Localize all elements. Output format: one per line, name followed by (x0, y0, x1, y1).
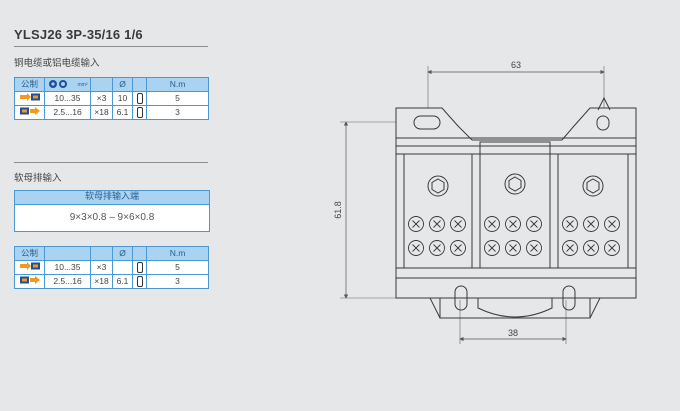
dimension-top (427, 66, 605, 108)
main-screw-right (582, 175, 604, 197)
cable-stranded-icon (14, 105, 45, 120)
bottom-mounting-foot (439, 298, 591, 319)
screw-slot (488, 220, 496, 228)
screw-slot (566, 220, 574, 228)
right-mounting-ear (561, 107, 637, 141)
table-row: 10...35 ×3 5 (14, 260, 209, 275)
screw-slot (608, 220, 616, 228)
branch-screw (408, 240, 424, 256)
slot-icon (132, 105, 147, 120)
header-blank (90, 246, 113, 261)
branch-screw (505, 216, 521, 232)
branch-screw (505, 240, 521, 256)
terminal-body (395, 137, 637, 299)
branch-screw (526, 216, 542, 232)
branch-screw (484, 240, 500, 256)
screw-slot (488, 244, 496, 252)
branch-screw (583, 216, 599, 232)
range-cell: 2.5...16 (44, 105, 91, 120)
branch-screw (583, 240, 599, 256)
branch-screw (604, 240, 620, 256)
count-cell: ×18 (90, 105, 113, 120)
dim-height-label: 61.8 (333, 201, 343, 219)
table-row: 10...35 ×3 10 5 (14, 91, 209, 106)
screw-slot (433, 244, 441, 252)
diameter-cell: 10 (112, 91, 133, 106)
cable-stranded-icon (14, 274, 45, 289)
dimension-bottom (459, 300, 567, 344)
torque-cell: 3 (146, 274, 209, 289)
screw-slot (433, 220, 441, 228)
main-screw-left (427, 175, 449, 197)
torque-cell: 5 (146, 260, 209, 275)
table-row: 2.5...16 ×18 6.1 3 (14, 105, 209, 120)
pole-left (403, 153, 473, 269)
main-screw-middle (504, 173, 526, 195)
range-cell: 2.5...16 (44, 274, 91, 289)
branch-screw (562, 216, 578, 232)
branch-screw (408, 216, 424, 232)
pole-right (557, 153, 629, 269)
screw-slot (587, 244, 595, 252)
range-cell: 10...35 (44, 260, 91, 275)
screw-slot (454, 244, 462, 252)
count-cell: ×3 (90, 260, 113, 275)
product-title: YLSJ26 3P-35/16 1/6 (14, 27, 143, 42)
branch-screw (450, 240, 466, 256)
slot-header (132, 77, 147, 92)
cable-spec-table: 公制 mm² Ø N.m 10...35 ×3 10 5 2.5...16 ×1… (14, 77, 209, 120)
screw-slot (509, 220, 517, 228)
unit-label: mm² (77, 82, 88, 88)
slot-icon (132, 91, 147, 106)
diameter-cell: 6.1 (112, 274, 133, 289)
branch-screw (450, 216, 466, 232)
screw-slot (509, 244, 517, 252)
section-divider (14, 162, 208, 163)
table-header-row: 公制 mm² Ø N.m (14, 77, 209, 92)
branch-screw-grid (408, 216, 620, 256)
branch-screw (484, 216, 500, 232)
slot-icon (132, 260, 147, 275)
screw-slot (412, 244, 420, 252)
busbar-cable-table: 公制 Ø N.m 10...35 ×3 5 2.5...16 ×18 6.1 3 (14, 246, 209, 289)
diameter-cell: 6.1 (112, 105, 133, 120)
pole-middle (479, 141, 551, 269)
torque-cell: 3 (146, 105, 209, 120)
branch-screw (429, 240, 445, 256)
dimension-height (340, 121, 396, 299)
cable-solid-icon (14, 260, 45, 275)
branch-screw (526, 240, 542, 256)
screw-slot (530, 220, 538, 228)
screw-slot (454, 220, 462, 228)
table-header-row: 公制 Ø N.m (14, 246, 209, 261)
section2-label: 软母排输入 (14, 173, 62, 184)
section1-label: 铜电缆或铝电缆输入 (14, 58, 100, 69)
branch-screw (429, 216, 445, 232)
busbar-header: 软母排输入端 (15, 191, 209, 205)
busbar-spec-box: 软母排输入端 9×3×0.8 – 9×6×0.8 (14, 190, 210, 232)
screw-slot (566, 244, 574, 252)
screw-slot (587, 220, 595, 228)
bottom-slot-left (454, 285, 468, 311)
screw-slot (412, 220, 420, 228)
branch-screw (604, 216, 620, 232)
title-divider (14, 46, 208, 47)
left-mounting-ear (395, 107, 473, 141)
screw-slot (608, 244, 616, 252)
count-cell: ×3 (90, 91, 113, 106)
branch-screw (562, 240, 578, 256)
table-row: 2.5...16 ×18 6.1 3 (14, 274, 209, 289)
screw-slot (530, 244, 538, 252)
count-cell: ×18 (90, 274, 113, 289)
dim-bottom-label: 38 (508, 328, 518, 338)
dim-top-label: 63 (511, 60, 521, 70)
left-slot (413, 115, 441, 130)
bottom-slot-right (562, 285, 576, 311)
torque-header: N.m (146, 246, 209, 261)
torque-header: N.m (146, 77, 209, 92)
busbar-value: 9×3×0.8 – 9×6×0.8 (69, 212, 155, 223)
right-slot (596, 115, 610, 131)
